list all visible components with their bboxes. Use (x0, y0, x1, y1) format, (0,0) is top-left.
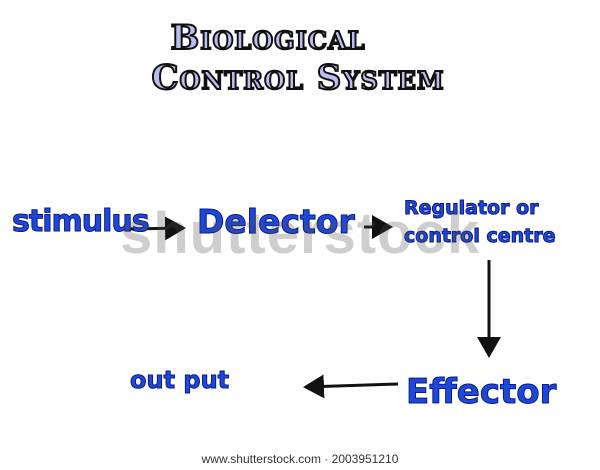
arrow-stimulus-to-detector (129, 216, 186, 241)
node-regulator-line-2: control centre (404, 225, 556, 248)
node-stimulus: stimulus (12, 204, 151, 240)
diagram-title-line-1: Biological (170, 17, 366, 59)
diagram-title-line-2: Control System (150, 57, 445, 99)
node-detector: Delector (197, 202, 356, 242)
node-output: out put (129, 366, 230, 395)
node-effector: Effector (405, 372, 557, 413)
node-regulator: Regulator or control centre (404, 194, 556, 250)
node-regulator-line-1: Regulator or (404, 197, 540, 220)
image-caption: www.shutterstock.com · 2003951210 (0, 448, 600, 470)
arrow-effector-to-output (303, 374, 399, 399)
